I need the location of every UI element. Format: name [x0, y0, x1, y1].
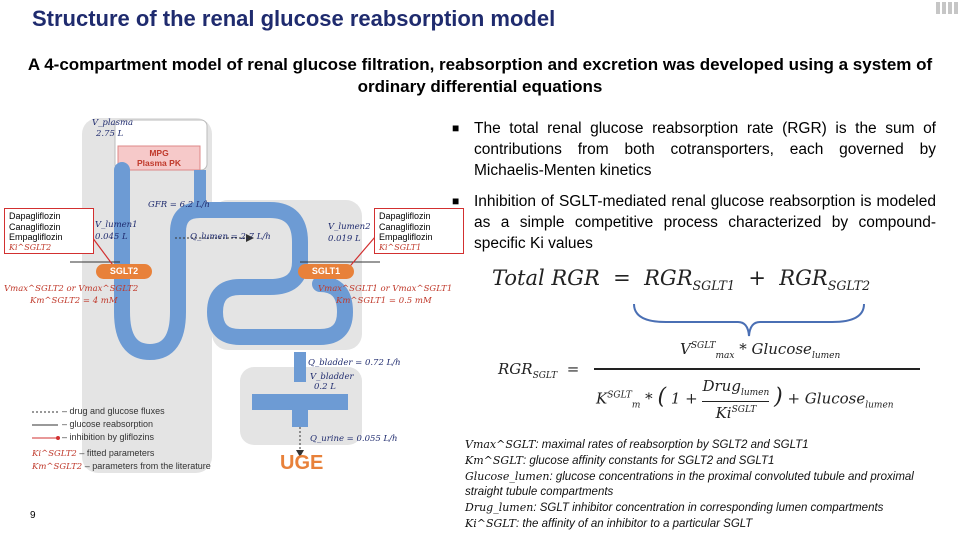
drug-box-right: Dapagliflozin Canagliflozin Empagliflozi…	[374, 208, 464, 254]
drug-box-left: Dapagliflozin Canagliflozin Empagliflozi…	[4, 208, 94, 254]
vmax-right-label: Vmax^SGLT1 or Vmax^SGLT1	[318, 284, 453, 294]
uge-label: UGE	[280, 452, 324, 474]
top-right-decoration	[934, 0, 960, 16]
glossary: Vmax^SGLT: maximal rates of reabsorption…	[465, 437, 935, 532]
q-bladder-label: Q_bladder = 0.72 L/h	[308, 358, 401, 368]
v-lumen2-value: 0.019 L	[328, 234, 361, 244]
legend-literature: Km^SGLT2 – parameters from the literatur…	[32, 461, 211, 472]
bullet-2-text: Inhibition of SGLT-mediated renal glucos…	[474, 193, 936, 252]
q-lumen-label: Q_lumen = 2.7 L/h	[190, 232, 271, 242]
drug-right-2: Canagliflozin	[379, 221, 431, 232]
glossary-drug: Drug_lumen: SGLT inhibitor concentration…	[465, 501, 884, 514]
rgr-sglt-lhs: RGRSGLT =	[498, 360, 580, 381]
fraction-bar	[594, 368, 920, 370]
glossary-vmax: Vmax^SGLT: maximal rates of reabsorption…	[465, 438, 809, 451]
v-bladder-label: V_bladder	[310, 372, 354, 382]
glossary-km: Km^SGLT: glucose affinity constants for …	[465, 454, 775, 467]
page-number: 9	[30, 510, 36, 521]
legend-fitted: Ki^SGLT2 – fitted parameters	[32, 448, 155, 459]
bullet-1: ■ The total renal glucose reabsorption r…	[452, 118, 936, 181]
bullet-marker-icon: ■	[452, 194, 460, 208]
v-bladder-value: 0.2 L	[314, 382, 336, 392]
rgr-sglt-denominator: KSGLTm * ( 1 + Druglumen KiSGLT ) + Gluc…	[596, 377, 894, 422]
legend-reabsorption: – glucose reabsorption	[62, 419, 154, 429]
glossary-ki: Ki^SGLT: the affinity of an inhibitor to…	[465, 517, 753, 530]
legend-fluxes: – drug and glucose fluxes	[62, 406, 165, 416]
stripe-decoration-icon	[934, 0, 960, 16]
bullet-2: ■ Inhibition of SGLT-mediated renal gluc…	[452, 191, 936, 254]
legend-inhibition: – inhibition by gliflozins	[62, 432, 155, 442]
v-lumen2-label: V_lumen2	[328, 222, 371, 232]
v-plasma-value: 2.75 L	[96, 129, 124, 139]
drug-right-1: Dapagliflozin	[379, 211, 431, 221]
mpg-label: MPG	[149, 148, 169, 158]
bladder-shape	[252, 394, 348, 427]
plasma-pk-label: Plasma PK	[137, 158, 181, 168]
proximal-tubule	[114, 162, 354, 361]
bullet-1-text: The total renal glucose reabsorption rat…	[474, 120, 936, 179]
q-urine-label: Q_urine = 0.055 L/h	[310, 434, 398, 444]
v-plasma-label: V_plasma	[92, 118, 134, 128]
drug-left-2: Canagliflozin	[9, 221, 61, 232]
slide-subtitle: A 4-compartment model of renal glucose f…	[27, 55, 933, 96]
tubule-diagram-graphic	[32, 118, 380, 473]
v-lumen1-label: V_lumen1	[95, 220, 138, 230]
km-left-label: Km^SGLT2 = 4 mM	[30, 296, 118, 306]
glossary-glucose: Glucose_lumen: glucose concentrations in…	[465, 470, 914, 498]
sglt1-pill: SGLT1	[298, 264, 354, 279]
sglt2-pill: SGLT2	[96, 264, 152, 279]
sum-brace-icon	[633, 303, 865, 337]
drug-left-1: Dapagliflozin	[9, 211, 61, 221]
rgr-sglt-numerator: VSGLTmax * Glucoselumen	[680, 340, 841, 361]
ki-right: Ki^SGLT1	[379, 242, 422, 252]
v-lumen1-value: 0.045 L	[95, 232, 128, 242]
drug-left-3: Empagliflozin	[9, 232, 63, 242]
vmax-left-label: Vmax^SGLT2 or Vmax^SGLT2	[4, 284, 139, 294]
renal-model-diagram: V_plasma 2.75 L MPG Plasma PK GFR = 6.2 …	[0, 112, 464, 512]
ki-left: Ki^SGLT2	[9, 242, 52, 252]
total-rgr-equation: Total RGR = RGRSGLT1 + RGRSGLT2	[492, 266, 871, 294]
bullet-marker-icon: ■	[452, 121, 460, 135]
km-right-label: Km^SGLT1 = 0.5 mM	[336, 296, 432, 306]
gfr-label: GFR = 6.2 L/h	[148, 200, 210, 210]
drug-right-3: Empagliflozin	[379, 232, 433, 242]
slide-title: Structure of the renal glucose reabsorpt…	[32, 6, 556, 31]
mpg-box	[117, 145, 201, 171]
